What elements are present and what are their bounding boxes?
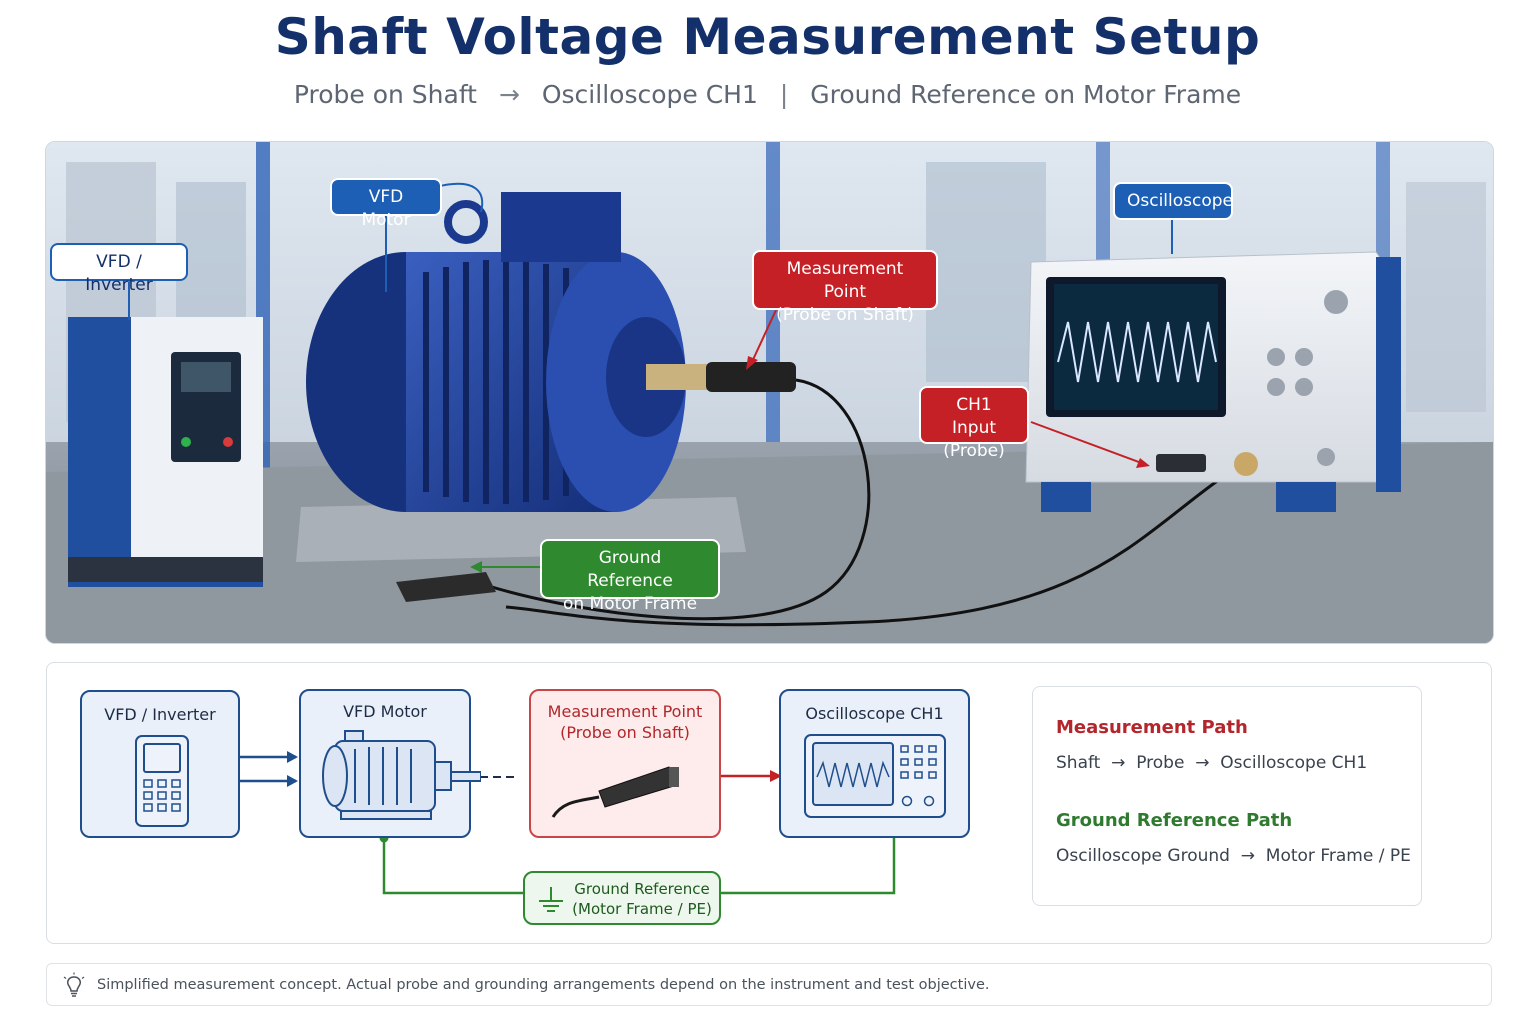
block-vfd-motor-label: VFD Motor [343,702,427,721]
block-measurement-line1: Measurement Point [547,702,703,721]
block-ground-line2: (Motor Frame / PE) [572,900,712,918]
block-ground-reference: Ground Reference (Motor Frame / PE) [523,871,721,925]
block-measurement-line2: (Probe on Shaft) [560,723,690,742]
block-measurement-point: Measurement Point (Probe on Shaft) [529,689,721,838]
callout-ch1-line2: (Probe) [943,441,1005,461]
callout-measurement-point: Measurement Point (Probe on Shaft) [752,250,938,325]
path-legend: Measurement Path Shaft → Probe → Oscillo… [1032,686,1422,906]
block-ground-line1: Ground Reference [574,880,710,898]
callout-measurement-line2: (Probe on Shaft) [776,305,914,325]
block-vfd-inverter-label: VFD / Inverter [104,705,216,724]
inverter-icon [135,735,189,827]
callout-vfd-motor: VFD Motor [330,178,442,230]
subtitle-probe: Probe on Shaft [293,80,477,109]
subtitle-oscilloscope: Oscilloscope CH1 [541,80,758,109]
block-oscilloscope: Oscilloscope CH1 [779,689,970,838]
probe-icon [551,766,679,818]
setup-illustration: VFD Motor VFD / Inverter Oscilloscope Me… [45,141,1494,644]
legend-ground-heading: Ground Reference Path [1056,810,1293,831]
callout-measurement-line1: Measurement Point [786,259,904,302]
callout-ch1-line1: CH1 Input [951,395,997,438]
callout-ground-reference: Ground Reference on Motor Frame [540,539,720,614]
legend-ground-path: Oscilloscope Ground → Motor Frame / PE [1056,846,1411,866]
block-vfd-motor: VFD Motor [299,689,481,838]
motor-icon [322,730,481,820]
footnote-text: Simplified measurement concept. Actual p… [97,977,990,993]
callout-oscilloscope: Oscilloscope [1113,182,1233,220]
ground-icon [539,887,563,912]
legend-measurement-path: Shaft → Probe → Oscilloscope CH1 [1056,753,1368,773]
callout-vfd-inverter: VFD / Inverter [50,243,188,295]
block-oscilloscope-label: Oscilloscope CH1 [805,704,944,723]
block-vfd-inverter: VFD / Inverter [80,690,240,838]
legend-measurement-heading: Measurement Path [1056,717,1248,738]
subtitle-divider: | [779,80,789,109]
lightbulb-icon [63,972,85,997]
page-subtitle: Probe on Shaft → Oscilloscope CH1 | Grou… [0,80,1535,109]
callout-ch1-input: CH1 Input (Probe) [919,386,1029,461]
callout-ground-line1: Ground Reference [587,548,673,591]
footnote: Simplified measurement concept. Actual p… [46,963,1492,1006]
page-title: Shaft Voltage Measurement Setup [274,8,1261,66]
callout-ground-line2: on Motor Frame [562,594,698,614]
subtitle-ground: Ground Reference on Motor Frame [810,80,1242,109]
subtitle-arrow: → [498,80,520,109]
oscilloscope-icon [804,734,946,818]
